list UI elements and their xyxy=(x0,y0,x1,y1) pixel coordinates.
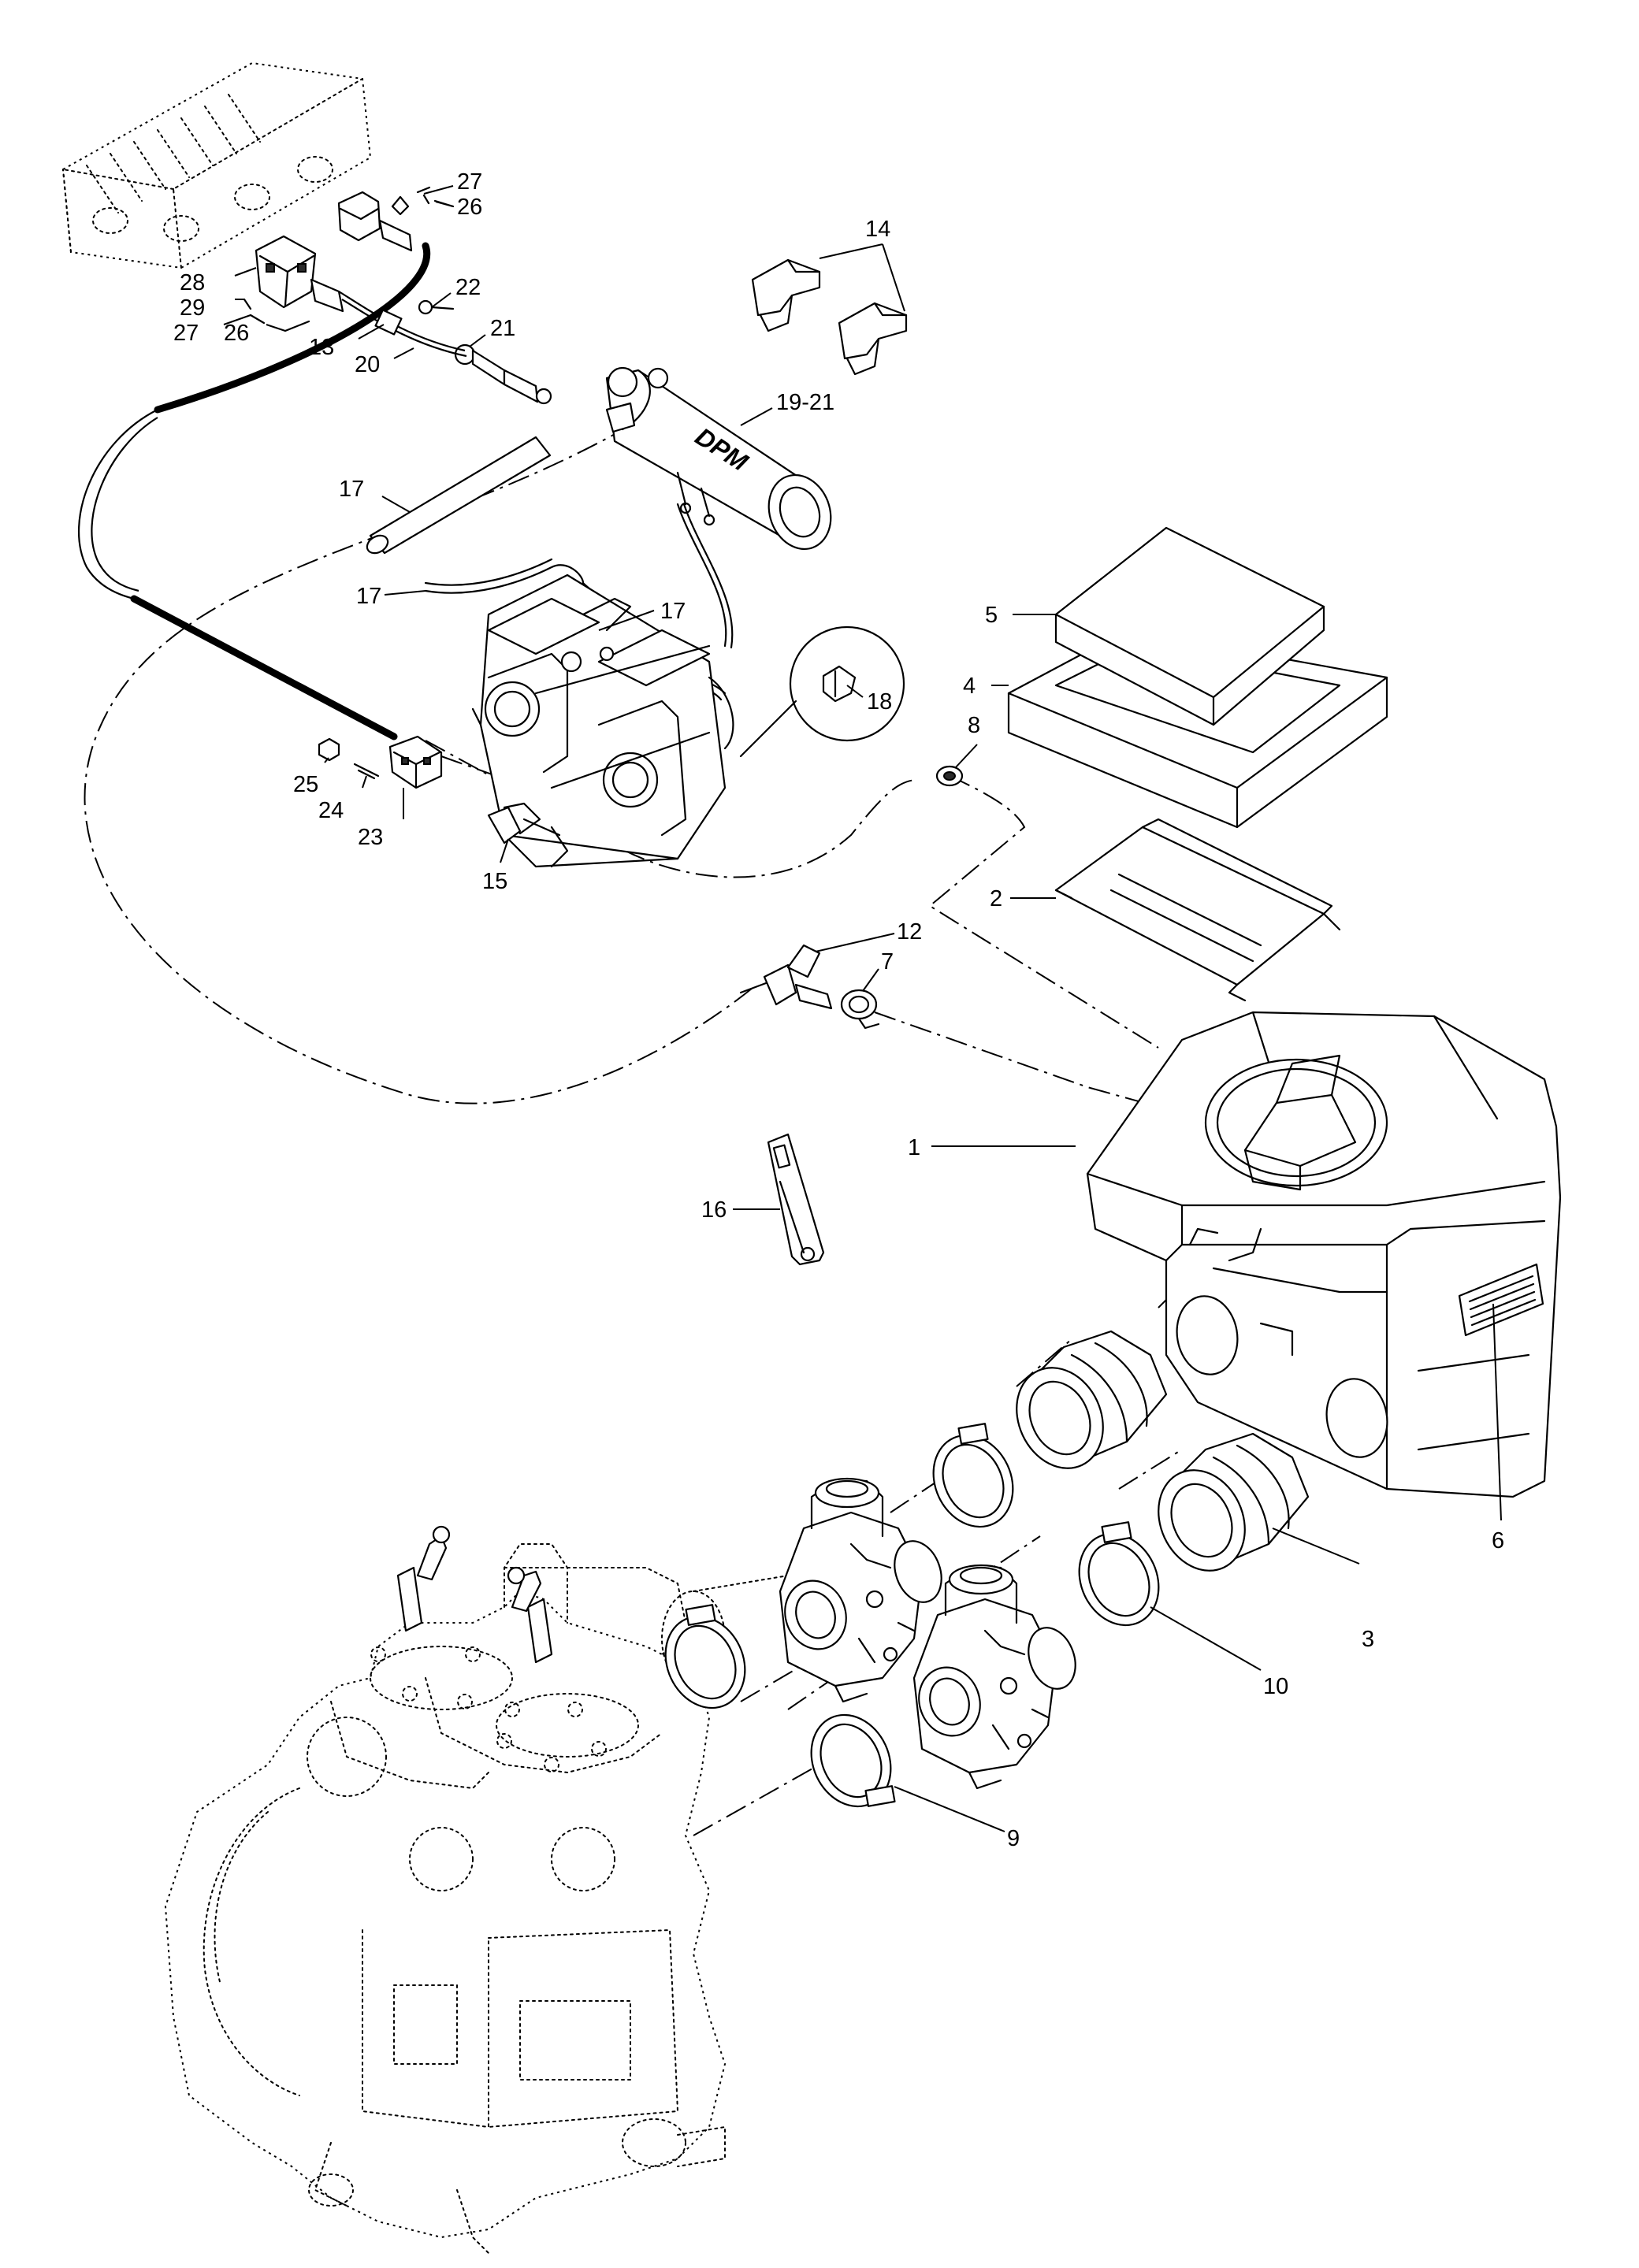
plug-7 xyxy=(840,989,880,1030)
callout-17-line: 17 xyxy=(339,477,364,502)
fuel-rail-19-21: DPM xyxy=(605,366,832,551)
oil-tank-outline xyxy=(61,61,372,269)
carburetor-left xyxy=(779,1477,942,1703)
callout-17-left: 17 xyxy=(356,584,381,609)
callout-27-top: 27 xyxy=(457,169,482,195)
grommet-8 xyxy=(935,765,964,787)
connector-23 xyxy=(388,735,443,789)
fuel-line-17 xyxy=(366,436,552,555)
callout-7: 7 xyxy=(881,949,894,974)
frame-4 xyxy=(1007,629,1388,829)
leader-lines xyxy=(223,185,1502,1832)
callout-2: 2 xyxy=(990,886,1002,911)
callout-9: 9 xyxy=(1007,1826,1020,1851)
connector-top xyxy=(337,191,413,252)
filter-5 xyxy=(1054,526,1325,726)
callout-6: 6 xyxy=(1492,1528,1504,1553)
callout-26-top: 26 xyxy=(457,195,482,220)
callout-22: 22 xyxy=(455,275,481,300)
callout-24: 24 xyxy=(318,798,344,823)
callout-28: 28 xyxy=(180,270,205,295)
callout-27-left: 27 xyxy=(173,321,199,346)
cable-harness-13 xyxy=(77,242,431,741)
callout-19-21: 19-21 xyxy=(776,390,834,415)
callout-20: 20 xyxy=(355,352,380,377)
callout-25: 25 xyxy=(293,772,318,797)
plate-2 xyxy=(1054,818,1341,1002)
callout-29: 29 xyxy=(180,295,205,321)
callout-labels: 27 26 14 28 29 27 26 22 21 13 20 19-21 1… xyxy=(173,169,1504,1851)
callout-26-left: 26 xyxy=(224,321,249,346)
fitting-15 xyxy=(487,802,561,844)
callout-8: 8 xyxy=(968,713,980,738)
boot-lower-3 xyxy=(1158,1432,1310,1572)
clips-14 xyxy=(751,258,908,376)
callout-15: 15 xyxy=(482,869,507,894)
strap-16 xyxy=(767,1133,825,1266)
callout-12: 12 xyxy=(897,919,922,945)
clamp-10a xyxy=(932,1423,1014,1528)
callout-16: 16 xyxy=(701,1197,727,1223)
callout-17-carb: 17 xyxy=(660,599,686,624)
callout-21: 21 xyxy=(490,316,515,341)
clamp-9a xyxy=(664,1604,746,1709)
callout-23: 23 xyxy=(358,825,383,850)
nut-25 xyxy=(318,737,340,762)
callout-13: 13 xyxy=(309,335,334,360)
connector-28 xyxy=(255,235,344,313)
clamp-9b xyxy=(810,1713,896,1808)
callout-1: 1 xyxy=(908,1135,920,1160)
carburetor-assembly-upper xyxy=(424,503,734,868)
tee-fitting-12 xyxy=(739,944,833,1010)
carburetor-right xyxy=(912,1564,1076,1790)
airbox-1 xyxy=(1086,1011,1562,1498)
boot-upper-3 xyxy=(1016,1330,1168,1469)
callout-5: 5 xyxy=(985,603,998,628)
pin-24 xyxy=(353,763,380,780)
callout-4: 4 xyxy=(963,674,976,699)
callout-3: 3 xyxy=(1362,1627,1374,1652)
sensor-wire-20 xyxy=(338,291,552,405)
clamp-10b xyxy=(1078,1521,1160,1627)
callout-10: 10 xyxy=(1263,1674,1288,1699)
callout-18: 18 xyxy=(867,689,892,715)
detail-circle-18 xyxy=(739,625,905,758)
callout-14: 14 xyxy=(865,217,890,242)
